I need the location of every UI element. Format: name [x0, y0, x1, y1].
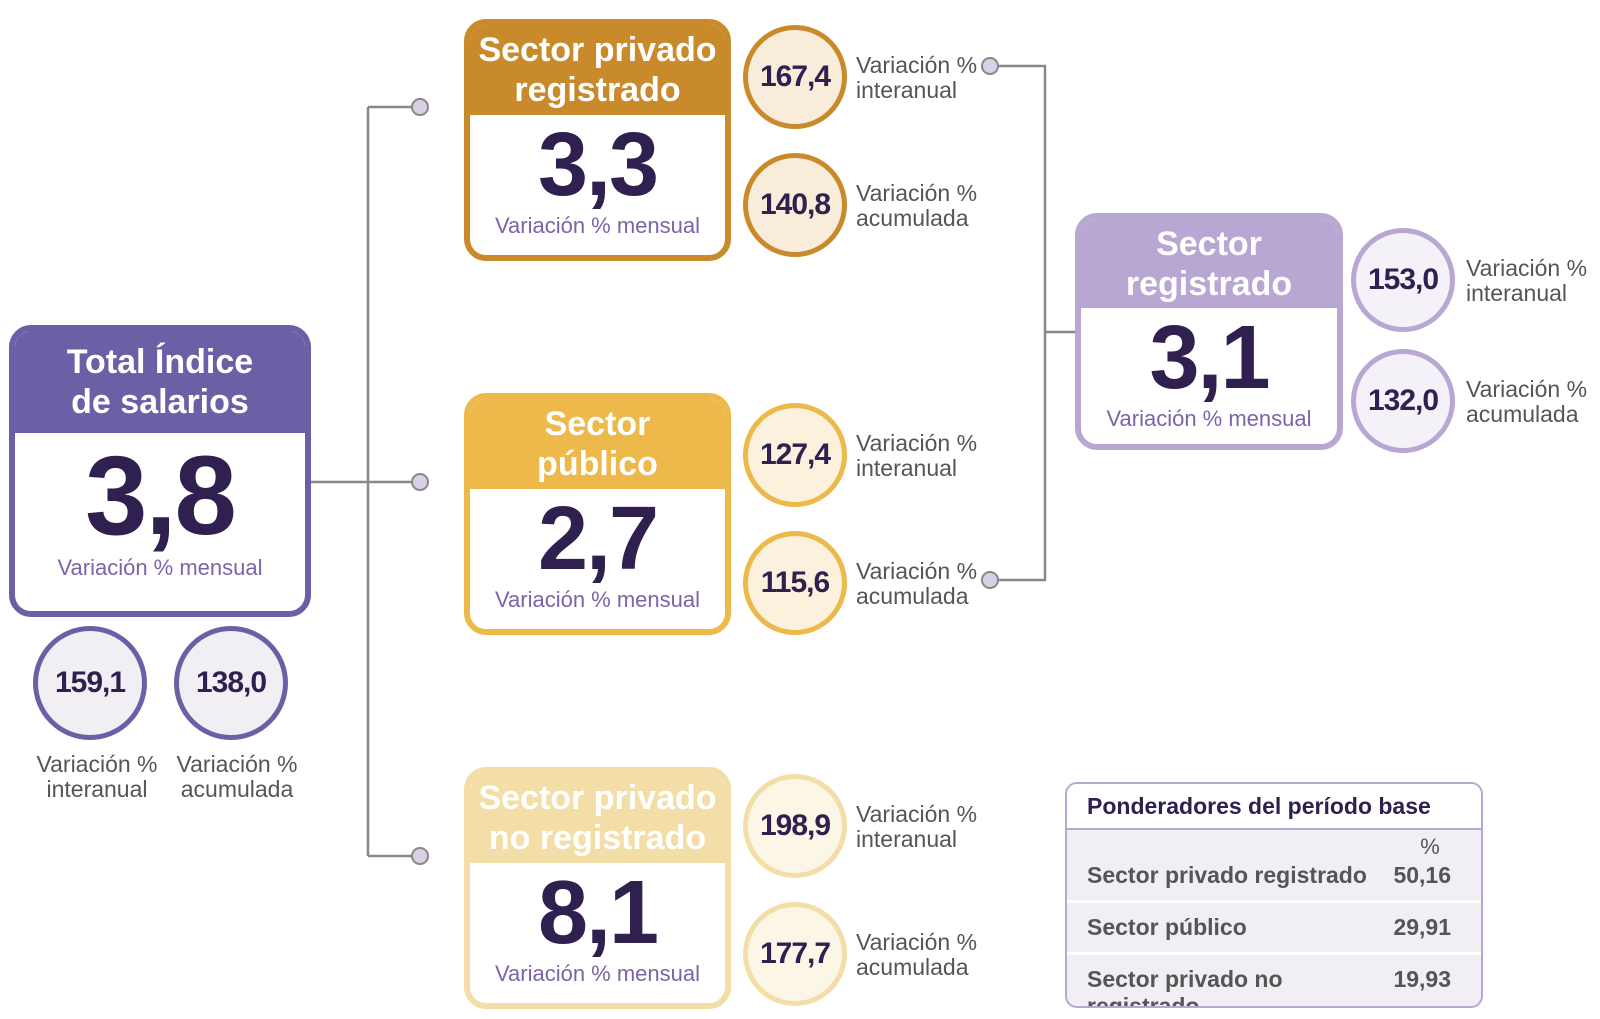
privado-registrado-interanual-label: Variación % interanual — [856, 52, 978, 103]
card-registrado-value: 3,1 — [1149, 308, 1270, 408]
card-privado-registrado-value: 3,3 — [537, 115, 659, 215]
ponderador-value: 29,91 — [1393, 914, 1451, 940]
ponderador-value: 50,16 — [1393, 862, 1451, 888]
node-registrado-top — [981, 57, 999, 75]
ponderadores-table: Ponderadores del período base % Sector p… — [1065, 782, 1483, 1008]
ponderador-label: Sector privado registrado — [1087, 862, 1367, 888]
card-publico-title: Sector público — [470, 399, 725, 489]
publico-interanual-circle: 127,4 — [743, 403, 847, 507]
card-total-value: 3,8 — [85, 433, 237, 558]
card-publico: Sector público 2,7 Variación % mensual — [464, 393, 731, 635]
card-privado-no-registrado: Sector privado no registrado 8,1 Variaci… — [464, 767, 731, 1009]
card-privado-no-registrado-title: Sector privado no registrado — [470, 773, 725, 863]
publico-interanual-label: Variación % interanual — [856, 430, 978, 481]
connector-registrado-merge — [990, 64, 1077, 582]
node-privado-registrado — [411, 98, 429, 116]
registrado-interanual-circle: 153,0 — [1351, 228, 1455, 332]
publico-acumulada-circle: 115,6 — [743, 531, 847, 635]
ponderadores-unit: % — [1420, 834, 1440, 859]
registrado-acumulada-label: Variación % acumulada — [1466, 376, 1588, 427]
registrado-interanual-label: Variación % interanual — [1466, 255, 1588, 306]
privado-no-registrado-interanual-label: Variación % interanual — [856, 801, 978, 852]
card-privado-registrado-title: Sector privado registrado — [470, 25, 725, 115]
card-publico-value: 2,7 — [537, 489, 659, 589]
row-divider — [1067, 952, 1481, 955]
table-row: Sector privado no registrado 19,93 — [1087, 966, 1451, 1008]
ponderadores-title: Ponderadores del período base — [1067, 784, 1481, 830]
total-acumulada-circle: 138,0 — [174, 626, 288, 740]
card-publico-sub: Variación % mensual — [494, 587, 701, 612]
card-privado-no-registrado-sub: Variación % mensual — [494, 961, 701, 986]
card-privado-registrado-sub: Variación % mensual — [494, 213, 701, 238]
row-divider — [1067, 900, 1481, 903]
card-total-title: Total Índice de salarios — [15, 331, 305, 433]
card-privado-registrado: Sector privado registrado 3,3 Variación … — [464, 19, 731, 261]
total-interanual-label: Variación % interanual — [36, 751, 158, 802]
node-privado-no-registrado — [411, 847, 429, 865]
publico-acumulada-label: Variación % acumulada — [856, 558, 978, 609]
privado-registrado-acumulada-circle: 140,8 — [743, 153, 847, 257]
card-privado-no-registrado-value: 8,1 — [537, 863, 659, 963]
card-registrado: Sector registrado 3,1 Variación % mensua… — [1075, 213, 1343, 450]
total-acumulada-label: Variación % acumulada — [176, 751, 298, 802]
ponderador-label: Sector privado no registrado — [1087, 966, 1283, 1008]
table-row: Sector privado registrado 50,16 — [1087, 862, 1451, 889]
card-registrado-sub: Variación % mensual — [1106, 406, 1312, 431]
node-publico — [411, 473, 429, 491]
ponderador-value: 19,93 — [1393, 966, 1451, 992]
node-registrado-bottom — [981, 571, 999, 589]
registrado-acumulada-circle: 132,0 — [1351, 349, 1455, 453]
privado-no-registrado-acumulada-circle: 177,7 — [743, 902, 847, 1006]
privado-no-registrado-acumulada-label: Variación % acumulada — [856, 929, 978, 980]
card-total-sub: Variación % mensual — [57, 555, 263, 580]
privado-registrado-interanual-circle: 167,4 — [743, 25, 847, 129]
table-row: Sector público 29,91 — [1087, 914, 1451, 941]
ponderador-label: Sector público — [1087, 914, 1247, 940]
connector-total-branches — [308, 105, 420, 858]
total-interanual-circle: 159,1 — [33, 626, 147, 740]
card-registrado-title: Sector registrado — [1081, 219, 1337, 308]
privado-registrado-acumulada-label: Variación % acumulada — [856, 180, 978, 231]
card-total: Total Índice de salarios 3,8 Variación %… — [9, 325, 311, 617]
privado-no-registrado-interanual-circle: 198,9 — [743, 774, 847, 878]
